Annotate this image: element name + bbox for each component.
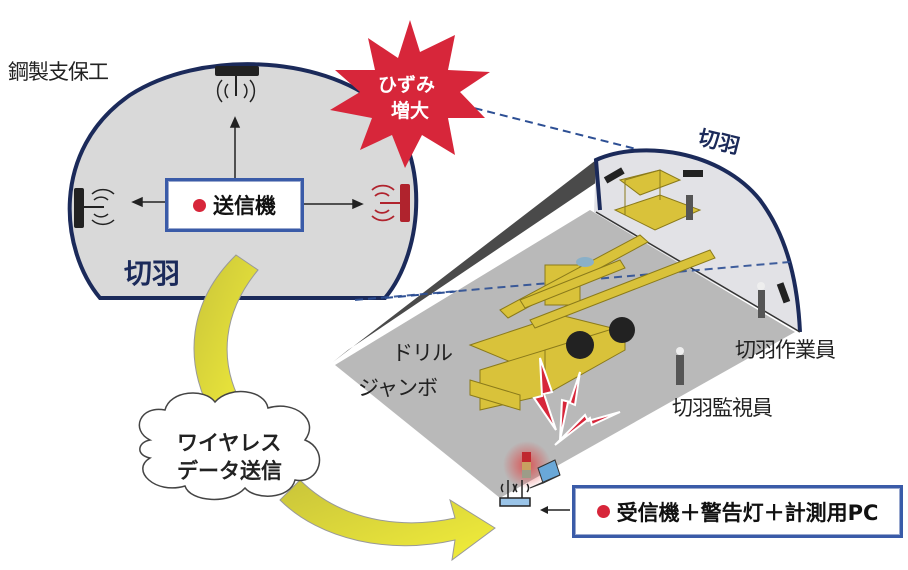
right-sensor-icon-alert xyxy=(371,184,410,222)
laptop-icon xyxy=(529,459,561,489)
transmitter-label: 送信機 xyxy=(213,194,276,218)
face-sensor-icon xyxy=(603,167,791,304)
strain-increase-label-1: ひずみ xyxy=(378,74,436,96)
face-worker-label: 切羽作業員 xyxy=(735,338,836,362)
wireless-cloud xyxy=(138,390,321,501)
top-sensor-icon xyxy=(215,66,259,103)
receiver-router-icon xyxy=(499,480,531,507)
arrow-to-receiver xyxy=(540,506,570,514)
face-label-left: 切羽 xyxy=(124,257,181,290)
drill-jumbo-label-1: ドリル xyxy=(392,341,453,365)
tunnel-wall xyxy=(333,160,606,362)
tunnel-face-outline xyxy=(593,148,802,333)
warning-light-icon xyxy=(522,452,531,478)
steel-support-label: 鋼製支保工 xyxy=(8,60,109,84)
transmitter-box: 送信機 xyxy=(165,178,304,232)
transmit-arrows xyxy=(131,116,364,210)
face-monitor-label: 切羽監視員 xyxy=(672,396,773,420)
red-dot-icon xyxy=(193,198,206,212)
dashed-guide-line xyxy=(354,261,791,301)
strain-starburst xyxy=(330,20,490,168)
tunnel-face xyxy=(594,150,800,332)
left-sensor-icon xyxy=(74,188,115,228)
receiver-label: 受信機＋警告灯＋計測用PC xyxy=(616,500,879,525)
receiver-box: 受信機＋警告灯＋計測用PC xyxy=(572,485,903,538)
dashed-guide-line xyxy=(461,104,649,153)
drill-jumbo-label-2: ジャンボ xyxy=(358,376,438,400)
yellow-flow-arrow xyxy=(279,479,496,562)
alert-lightning-icon xyxy=(532,357,621,446)
red-dot-icon xyxy=(596,505,610,518)
wireless-label-1: ワイヤレス xyxy=(177,431,282,455)
worker-figure xyxy=(676,195,765,385)
drill-jumbo xyxy=(468,169,716,411)
wireless-label-2: データ送信 xyxy=(177,459,282,483)
strain-increase-label-2: 増大 xyxy=(391,100,430,122)
